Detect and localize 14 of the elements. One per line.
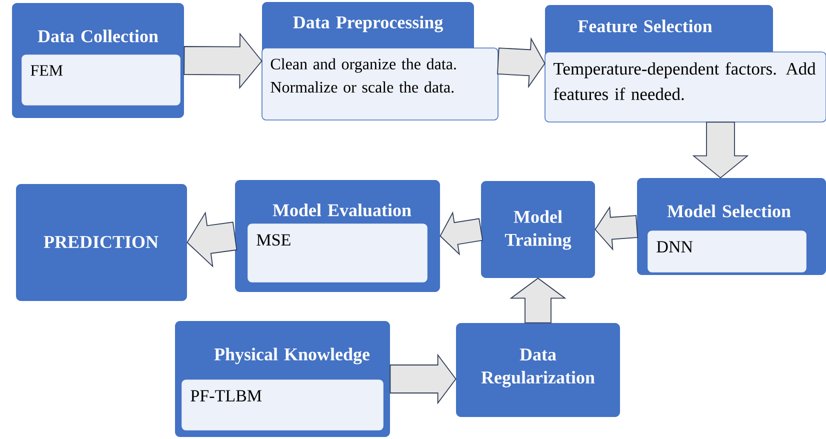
block-arrow: [390, 354, 456, 404]
block-arrow: [594, 206, 638, 251]
block-arrow: [497, 37, 546, 88]
text-panel: FEM: [22, 54, 180, 106]
process-box: PREDICTION: [16, 184, 187, 301]
text-panel: MSE: [248, 224, 428, 282]
process-box: Data Regularization: [456, 323, 620, 417]
block-arrow: [692, 122, 749, 178]
block-arrow: [510, 278, 566, 324]
process-box: Model Training: [481, 181, 595, 278]
text-panel: PF-TLBM: [182, 380, 384, 430]
block-arrow: [184, 32, 262, 90]
text-panel: DNN: [648, 230, 806, 272]
block-arrow: [186, 211, 238, 268]
